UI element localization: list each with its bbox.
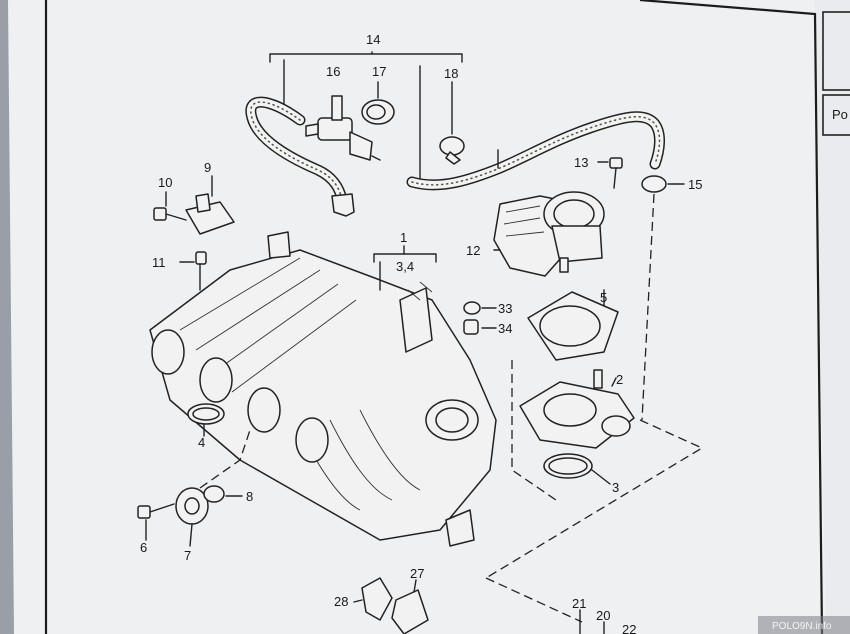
bolt-10 — [153, 191, 187, 221]
seal-3 — [543, 453, 611, 485]
o-ring-33 — [463, 301, 497, 315]
side-sheet — [814, 0, 850, 634]
bracket-14 — [269, 51, 463, 187]
ring-17 — [361, 81, 395, 125]
label-27: 27 — [410, 566, 424, 581]
label-6: 6 — [140, 540, 147, 555]
side-table: Po — [822, 11, 850, 136]
label-5: 5 — [600, 290, 607, 305]
callout-labels: 14 16 17 18 9 10 11 13 15 12 1 3,4 33 34… — [140, 32, 702, 634]
sensor-7 — [175, 429, 251, 547]
bolt-13 — [597, 157, 623, 189]
label-34: 34 — [498, 321, 512, 336]
label-14: 14 — [366, 32, 380, 47]
bolt-11 — [179, 251, 207, 291]
label-33: 33 — [498, 301, 512, 316]
bracket-1 — [373, 245, 437, 291]
sleeve-34 — [463, 319, 497, 335]
label-16: 16 — [326, 64, 340, 79]
label-4: 4 — [198, 435, 205, 450]
part-27 — [391, 579, 429, 634]
watermark-text: POLO9N.info — [772, 621, 832, 632]
label-17: 17 — [372, 64, 386, 79]
watermark: POLO9N.info — [758, 616, 850, 634]
label-2: 2 — [616, 372, 623, 387]
routing-line-b — [485, 577, 583, 623]
gasket-5 — [527, 289, 619, 361]
label-8: 8 — [246, 489, 253, 504]
side-tab-text: Po — [832, 107, 848, 122]
o-ring-4 — [187, 403, 225, 437]
frame-right — [639, 0, 824, 634]
label-1: 1 — [400, 230, 407, 245]
routing-line-c — [511, 360, 557, 501]
intake-manifold-1 — [149, 231, 497, 547]
valve-16 — [305, 95, 381, 161]
label-7: 7 — [184, 548, 191, 563]
routing-line-a — [485, 419, 704, 579]
label-22: 22 — [622, 622, 636, 634]
hose-left — [245, 96, 355, 217]
seal-8 — [203, 485, 243, 503]
clip-18 — [439, 81, 465, 165]
throttle-body-12 — [493, 191, 605, 277]
label-3-4: 3,4 — [396, 259, 414, 274]
label-18: 18 — [444, 66, 458, 81]
clamp-15 — [641, 175, 685, 421]
bolt-6 — [137, 503, 175, 541]
label-28: 28 — [334, 594, 348, 609]
hose-right — [406, 111, 665, 191]
flange-2 — [519, 369, 635, 449]
bracket-9 — [185, 175, 235, 235]
label-12: 12 — [466, 243, 480, 258]
label-13: 13 — [574, 155, 588, 170]
label-11: 11 — [152, 255, 166, 270]
label-10: 10 — [158, 175, 172, 190]
label-15: 15 — [688, 177, 702, 192]
part-28 — [353, 577, 393, 621]
label-3: 3 — [612, 480, 619, 495]
label-9: 9 — [204, 160, 211, 175]
label-20: 20 — [596, 608, 610, 623]
label-21: 21 — [572, 596, 586, 611]
